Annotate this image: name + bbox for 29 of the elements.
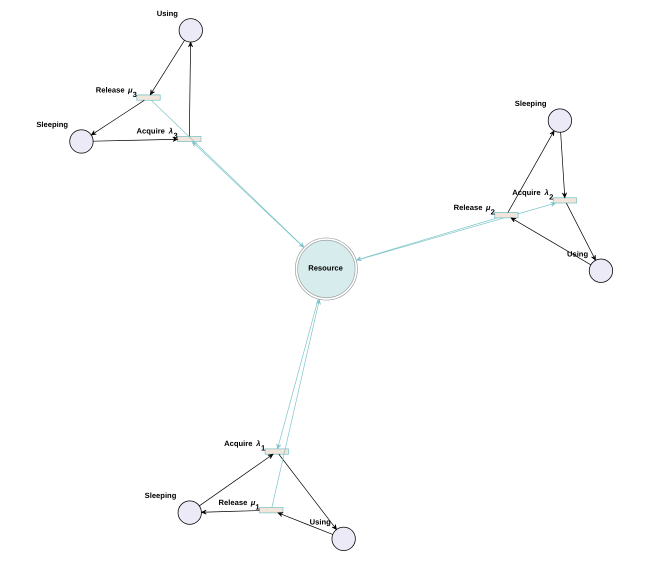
arrow	[566, 202, 596, 260]
arrow	[201, 510, 260, 515]
node-circle	[69, 129, 94, 154]
node-bar	[264, 448, 289, 455]
arrow	[278, 512, 333, 535]
arrow	[150, 40, 185, 96]
arrow	[510, 218, 592, 266]
arrow	[276, 298, 319, 450]
node-bar	[259, 507, 284, 514]
node-bar	[136, 94, 161, 101]
node-bar	[494, 212, 518, 218]
node-circle	[548, 108, 572, 133]
arrow	[356, 202, 556, 261]
arrow	[278, 454, 337, 530]
arrow	[188, 42, 193, 137]
arrow	[356, 218, 498, 262]
arrow	[92, 136, 178, 142]
node-circle	[178, 500, 202, 525]
arrow	[150, 100, 304, 248]
node-circle	[332, 526, 356, 551]
arrow	[90, 100, 145, 136]
node-bar	[552, 197, 578, 204]
arrow	[560, 132, 567, 198]
arrow	[192, 141, 304, 248]
arrow	[508, 130, 554, 213]
node-bar	[177, 136, 202, 142]
arrow	[199, 454, 274, 506]
node-circle	[178, 18, 203, 42]
node-circle	[588, 258, 614, 283]
